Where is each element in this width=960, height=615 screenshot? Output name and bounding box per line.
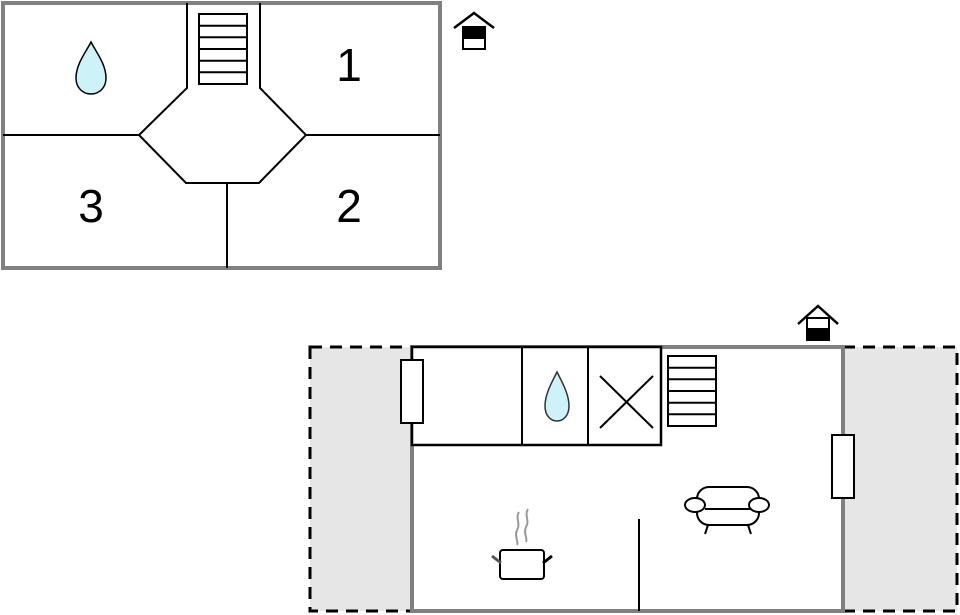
upper-floor-house-icon: [453, 11, 495, 50]
stairs-icon: [198, 13, 248, 85]
left-door: [400, 359, 424, 424]
ground-floor: [308, 345, 959, 613]
right-terrace: [841, 345, 959, 613]
upper-floor: 1 2 3: [1, 1, 442, 270]
cooking-pot-icon: [491, 508, 553, 580]
room-label-3: 3: [78, 180, 104, 232]
water-drop-icon: [544, 370, 570, 422]
water-drop-icon: [75, 40, 107, 95]
cross-icon: [599, 375, 654, 429]
room-label-2: 2: [336, 180, 362, 232]
sofa-icon: [684, 486, 770, 535]
ground-floor-house-icon: [797, 304, 839, 341]
stairs-icon: [667, 355, 717, 427]
hallway-wall: [137, 3, 308, 184]
left-terrace: [308, 345, 414, 613]
right-door: [831, 434, 855, 499]
rooms-block: [410, 345, 663, 447]
room-label-1: 1: [336, 39, 362, 91]
